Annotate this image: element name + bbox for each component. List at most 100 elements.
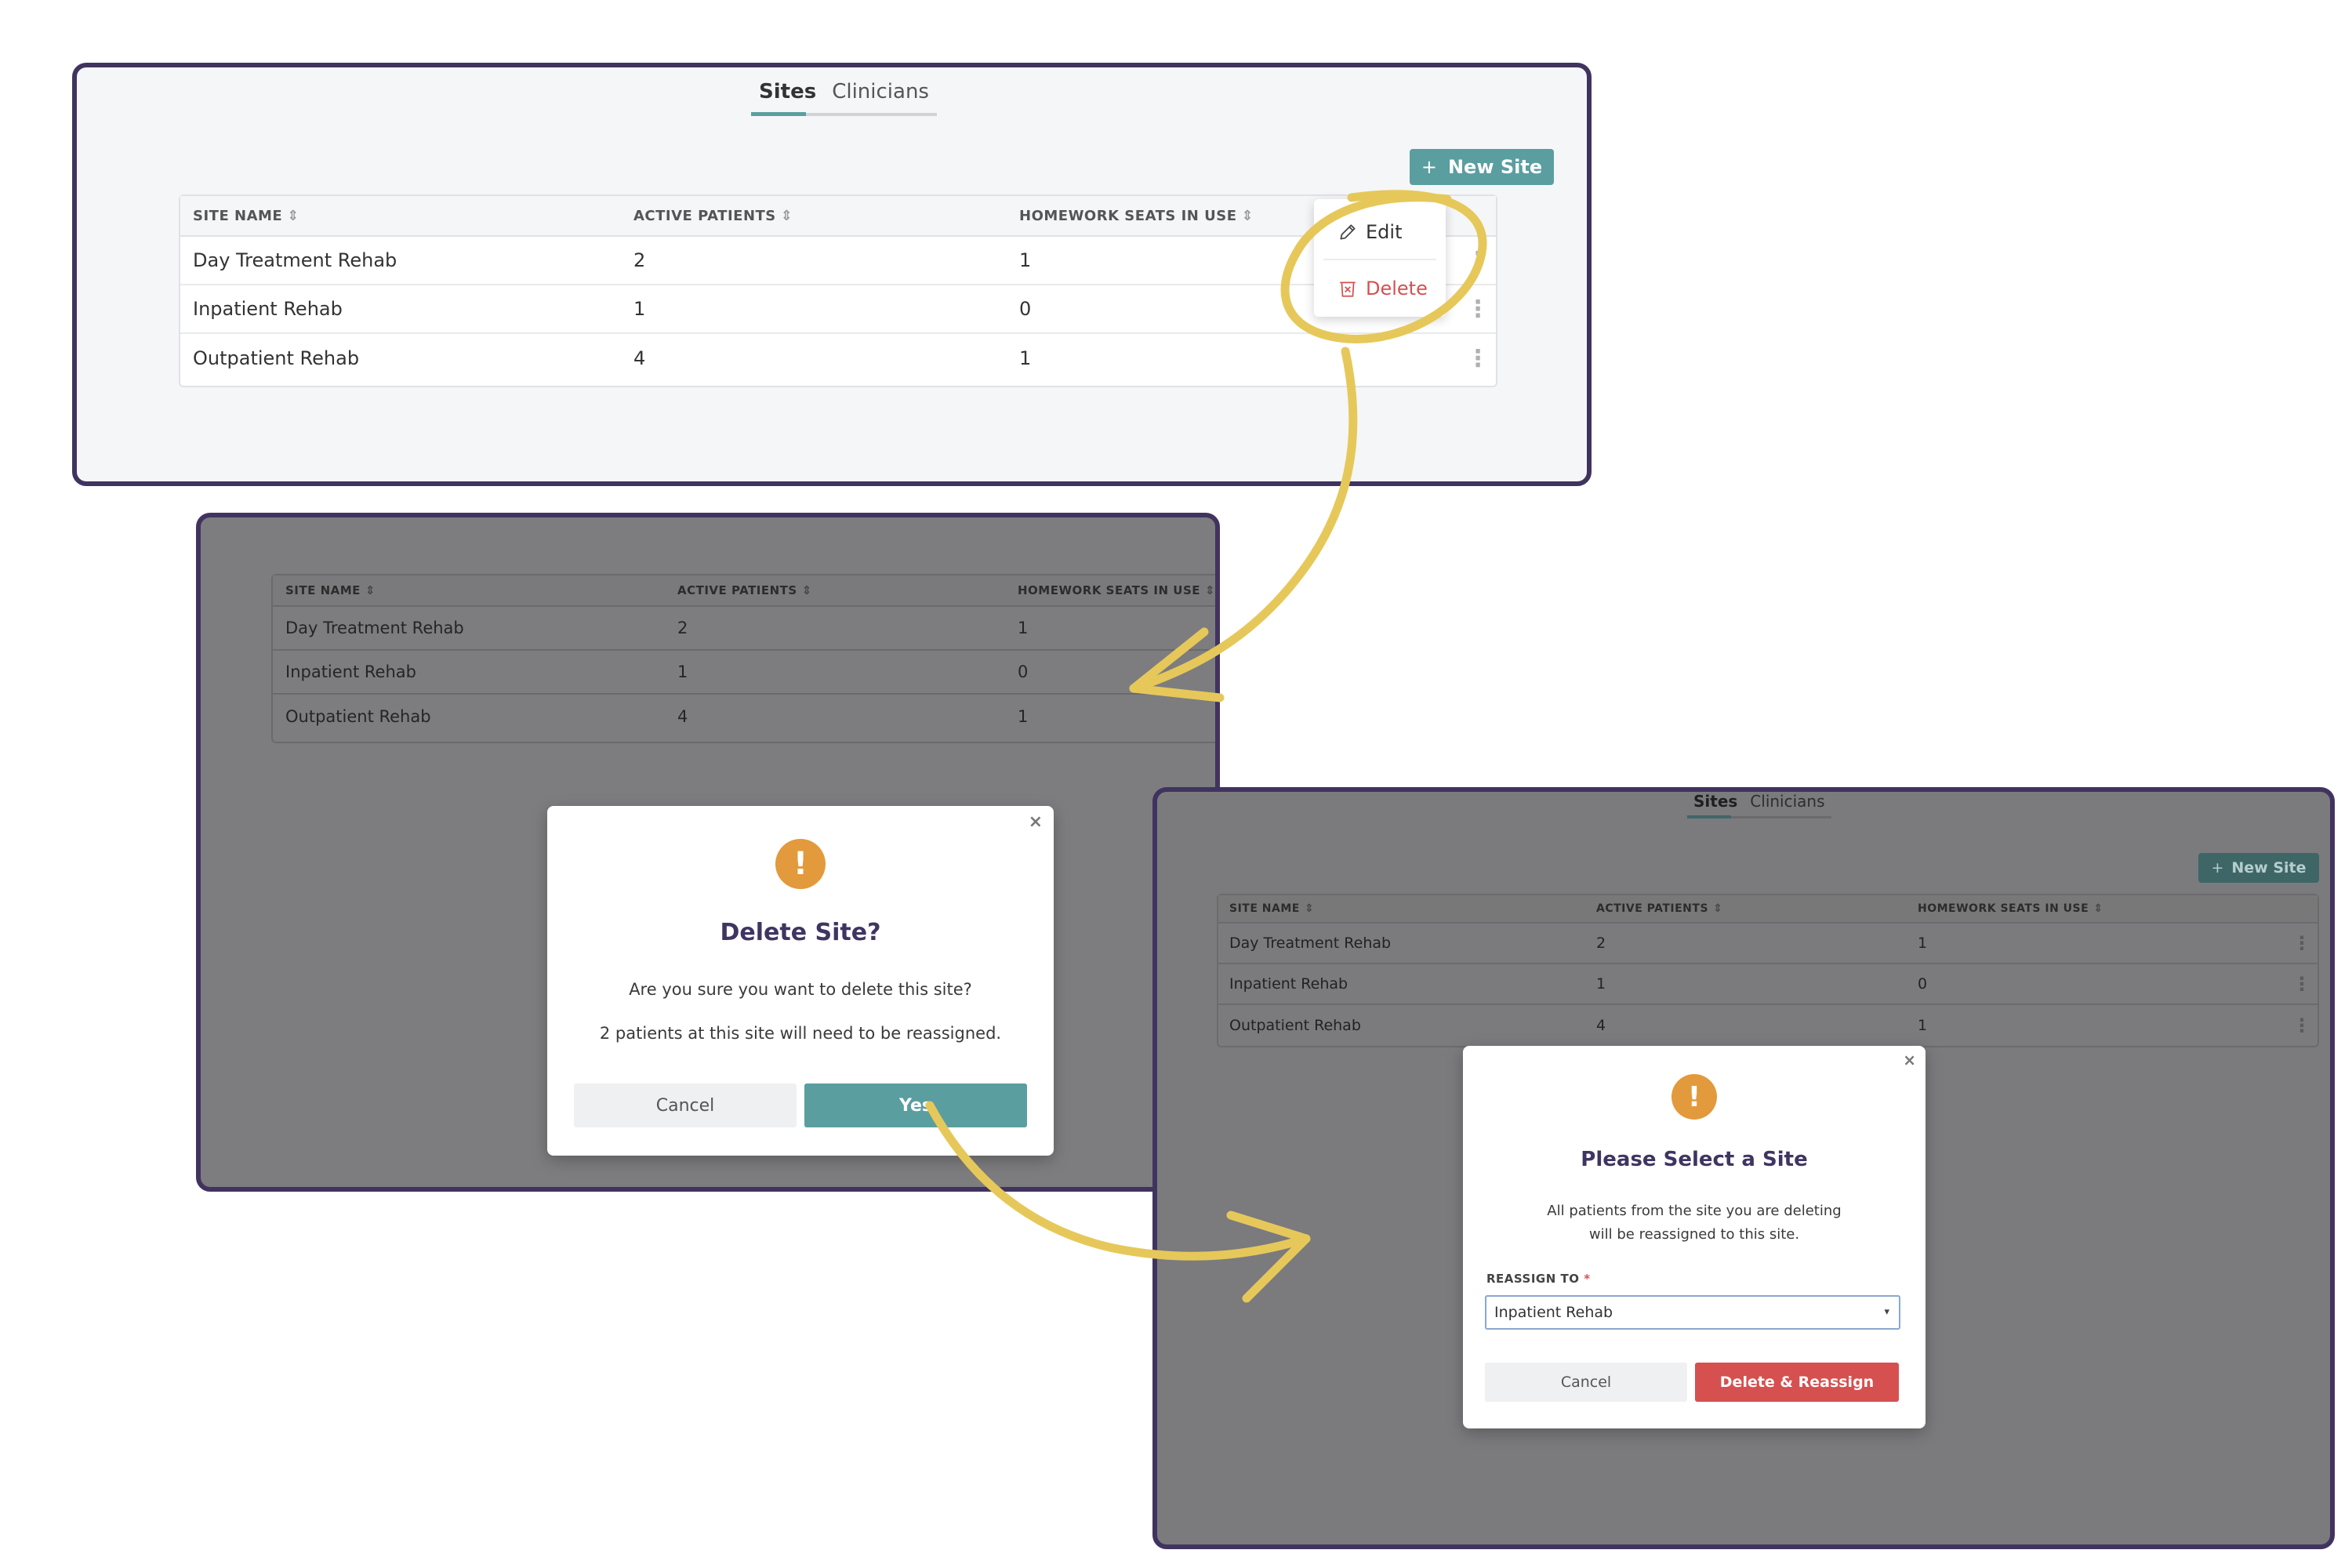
- menu-item-delete[interactable]: Delete: [1314, 270, 1446, 307]
- trash-icon: [1340, 281, 1356, 297]
- column-header-active-patients[interactable]: ACTIVE PATIENTS⇕: [677, 583, 812, 597]
- sites-table: SITE NAME⇕ ACTIVE PATIENTS⇕ HOMEWORK SEA…: [1217, 894, 2319, 1047]
- row-menu-icon[interactable]: ⋮: [2292, 973, 2311, 995]
- sort-icon: ⇕: [365, 583, 376, 597]
- active-patients-cell: 4: [1596, 1017, 1606, 1034]
- sites-panel-list: Sites Clinicians + New Site SITE NAME⇕ A…: [72, 63, 1592, 486]
- row-menu-icon[interactable]: ⋮: [1466, 344, 1490, 372]
- row-context-menu: Edit Delete: [1314, 199, 1446, 317]
- column-header-site-name[interactable]: SITE NAME⇕: [1229, 902, 1315, 915]
- delete-and-reassign-button[interactable]: Delete & Reassign: [1695, 1363, 1899, 1402]
- plus-icon: +: [1421, 156, 1437, 178]
- site-name-cell: Outpatient Rehab: [285, 707, 431, 726]
- homework-seats-cell: 1: [1918, 1017, 1928, 1034]
- tab-underline: [1687, 816, 1831, 818]
- sort-icon: ⇕: [2093, 902, 2103, 915]
- close-icon[interactable]: ×: [1028, 812, 1043, 832]
- sites-table: SITE NAME⇕ ACTIVE PATIENTS⇕ HOMEWORK SEA…: [271, 574, 1216, 743]
- sort-icon: ⇕: [780, 207, 793, 224]
- sites-panel-delete-confirm: SITE NAME⇕ ACTIVE PATIENTS⇕ HOMEWORK SEA…: [196, 513, 1220, 1192]
- active-patients-cell: 4: [677, 707, 688, 726]
- column-header-homework-seats[interactable]: HOMEWORK SEATS IN USE⇕: [1918, 902, 2103, 915]
- plus-icon: +: [2211, 859, 2224, 877]
- modal-reassign-note: 2 patients at this site will need to be …: [599, 1024, 1002, 1043]
- site-name-cell: Outpatient Rehab: [193, 347, 360, 369]
- column-header-homework-seats[interactable]: HOMEWORK SEATS IN USE⇕: [1018, 583, 1216, 597]
- site-name-cell: Day Treatment Rehab: [285, 619, 464, 637]
- table-row: Day Treatment Rehab 2 1 ⋮: [1218, 924, 2318, 964]
- tab-bar: Sites Clinicians: [751, 80, 937, 116]
- sort-icon: ⇕: [1205, 583, 1216, 597]
- row-menu-icon[interactable]: ⋮: [2292, 932, 2311, 954]
- tab-sites[interactable]: Sites: [759, 80, 817, 103]
- new-site-button[interactable]: + New Site: [2198, 853, 2319, 883]
- active-patients-cell: 1: [677, 662, 688, 681]
- reassign-site-select[interactable]: Inpatient Rehab ▾: [1485, 1295, 1900, 1330]
- active-patients-cell: 2: [1596, 935, 1606, 952]
- tab-underline: [751, 113, 937, 116]
- modal-message-line2: will be reassigned to this site.: [1588, 1226, 1800, 1243]
- table-row: Day Treatment Rehab 2 1 ⋮: [180, 237, 1496, 285]
- table-header: SITE NAME⇕ ACTIVE PATIENTS⇕ HOMEWORK SEA…: [1218, 895, 2318, 924]
- sort-icon: ⇕: [1304, 902, 1315, 915]
- table-row: Outpatient Rehab 4 1: [273, 695, 1215, 739]
- column-header-site-name[interactable]: SITE NAME⇕: [193, 207, 299, 224]
- close-icon[interactable]: ×: [1903, 1051, 1916, 1069]
- cancel-button[interactable]: Cancel: [574, 1083, 797, 1127]
- tab-active-indicator: [1687, 815, 1731, 818]
- column-header-active-patients[interactable]: ACTIVE PATIENTS⇕: [633, 207, 793, 224]
- homework-seats-cell: 1: [1019, 249, 1032, 271]
- tab-clinicians[interactable]: Clinicians: [832, 80, 929, 103]
- row-menu-icon[interactable]: ⋮: [1466, 246, 1490, 274]
- tab-active-indicator: [751, 112, 806, 116]
- confirm-delete-button[interactable]: Yes: [804, 1083, 1027, 1127]
- sort-icon: ⇕: [1241, 207, 1254, 224]
- sort-icon: ⇕: [801, 583, 812, 597]
- homework-seats-cell: 0: [1019, 298, 1032, 320]
- sort-icon: ⇕: [287, 207, 299, 224]
- tab-clinicians[interactable]: Clinicians: [1750, 792, 1825, 811]
- site-name-cell: Day Treatment Rehab: [193, 249, 397, 271]
- site-name-cell: Outpatient Rehab: [1229, 1017, 1361, 1034]
- modal-title: Please Select a Site: [1581, 1148, 1808, 1171]
- reassign-field-label: REASSIGN TO *: [1486, 1272, 1591, 1286]
- homework-seats-cell: 1: [1018, 707, 1029, 726]
- active-patients-cell: 1: [633, 298, 646, 320]
- modal-message: Are you sure you want to delete this sit…: [629, 980, 972, 999]
- homework-seats-cell: 0: [1918, 975, 1928, 993]
- site-name-cell: Inpatient Rehab: [285, 662, 416, 681]
- warning-icon: !: [1671, 1074, 1717, 1120]
- cancel-button[interactable]: Cancel: [1485, 1363, 1687, 1402]
- active-patients-cell: 2: [677, 619, 688, 637]
- row-menu-icon[interactable]: ⋮: [2292, 1014, 2311, 1036]
- table-row: Inpatient Rehab 1 0 ⋮: [1218, 964, 2318, 1005]
- modal-message-line1: All patients from the site you are delet…: [1547, 1203, 1842, 1219]
- table-row: Day Treatment Rehab 2 1: [273, 607, 1215, 651]
- homework-seats-cell: 1: [1019, 347, 1032, 369]
- row-menu-icon[interactable]: ⋮: [1466, 295, 1490, 323]
- active-patients-cell: 2: [633, 249, 646, 271]
- active-patients-cell: 4: [633, 347, 646, 369]
- site-name-cell: Inpatient Rehab: [1229, 975, 1348, 993]
- menu-item-edit[interactable]: Edit: [1314, 213, 1446, 251]
- table-row: Outpatient Rehab 4 1 ⋮: [1218, 1005, 2318, 1046]
- column-header-site-name[interactable]: SITE NAME⇕: [285, 583, 376, 597]
- menu-divider: [1323, 259, 1436, 260]
- site-name-cell: Inpatient Rehab: [193, 298, 343, 320]
- table-row: Inpatient Rehab 1 0 ⋮: [180, 285, 1496, 334]
- warning-icon: !: [775, 839, 826, 889]
- column-header-active-patients[interactable]: ACTIVE PATIENTS⇕: [1596, 902, 1723, 915]
- new-site-button[interactable]: + New Site: [1410, 149, 1554, 185]
- tab-sites[interactable]: Sites: [1693, 792, 1738, 811]
- delete-site-modal: × ! Delete Site? Are you sure you want t…: [547, 806, 1054, 1156]
- sites-table: SITE NAME⇕ ACTIVE PATIENTS⇕ HOMEWORK SEA…: [179, 194, 1497, 387]
- modal-title: Delete Site?: [720, 919, 881, 946]
- homework-seats-cell: 1: [1018, 619, 1029, 637]
- sites-panel-reassign: Sites Clinicians + New Site SITE NAME⇕ A…: [1152, 787, 2335, 1549]
- homework-seats-cell: 1: [1918, 935, 1928, 952]
- site-name-cell: Day Treatment Rehab: [1229, 935, 1392, 952]
- column-header-homework-seats[interactable]: HOMEWORK SEATS IN USE⇕: [1019, 207, 1254, 224]
- required-marker: *: [1584, 1272, 1591, 1286]
- active-patients-cell: 1: [1596, 975, 1606, 993]
- reassign-site-modal: × ! Please Select a Site All patients fr…: [1463, 1046, 1926, 1428]
